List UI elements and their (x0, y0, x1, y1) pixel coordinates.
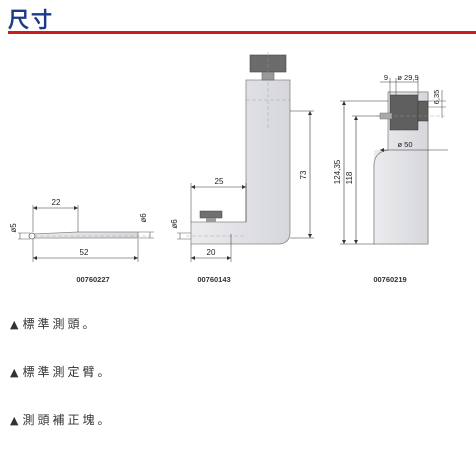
drawing-00760143: 25 73 ø6 20 00760143 (170, 52, 314, 284)
dim-52: 52 (80, 248, 89, 257)
dim-20: 20 (207, 248, 216, 257)
drawing-00760227: 22 ø5 ø6 52 00760227 (9, 198, 154, 284)
dim-6-35: 6,35 (432, 90, 441, 105)
part-number: 00760143 (197, 275, 230, 284)
triangle-icon: ▲ (10, 318, 19, 331)
block-insert (389, 94, 419, 131)
dim-22: 22 (52, 198, 61, 207)
arm-knob (249, 54, 287, 73)
note-item: ▲測頭補正塊。 (10, 411, 112, 459)
dim-124-35: 124,35 (333, 159, 342, 184)
dim-9: 9 (384, 73, 388, 82)
part-number: 00760219 (373, 275, 406, 284)
dim-118: 118 (345, 171, 354, 184)
dim-d6-arm: ø6 (170, 219, 179, 229)
arm-clamp (199, 210, 223, 219)
drawing-00760219: 9 ø 29,9 6,35 ø 50 124,35 118 00760219 (333, 73, 448, 284)
triangle-icon: ▲ (10, 414, 19, 427)
note-item: ▲標準測定臂。 (10, 363, 112, 411)
dim-d5: ø5 (9, 223, 18, 233)
title-underline (8, 31, 476, 34)
stylus-body (32, 231, 139, 239)
dim-d6: ø6 (139, 213, 148, 223)
triangle-icon: ▲ (10, 366, 19, 379)
note-text: 測頭補正塊。 (22, 413, 113, 427)
note-item: ▲標準測頭。 (10, 315, 112, 363)
dim-25: 25 (215, 177, 224, 186)
dim-d50: ø 50 (397, 140, 412, 149)
notes-list: ▲標準測頭。 ▲標準測定臂。 ▲測頭補正塊。 (10, 315, 112, 459)
dim-73: 73 (299, 170, 308, 179)
note-text: 標準測頭。 (22, 317, 98, 331)
dimension-drawings: 22 ø5 ø6 52 00760227 25 (9, 52, 448, 284)
dim-d29-9: ø 29,9 (397, 73, 418, 82)
arm-body (190, 79, 291, 245)
part-number: 00760227 (76, 275, 109, 284)
note-text: 標準測定臂。 (22, 365, 113, 379)
page-title: 尺寸 (8, 7, 54, 32)
